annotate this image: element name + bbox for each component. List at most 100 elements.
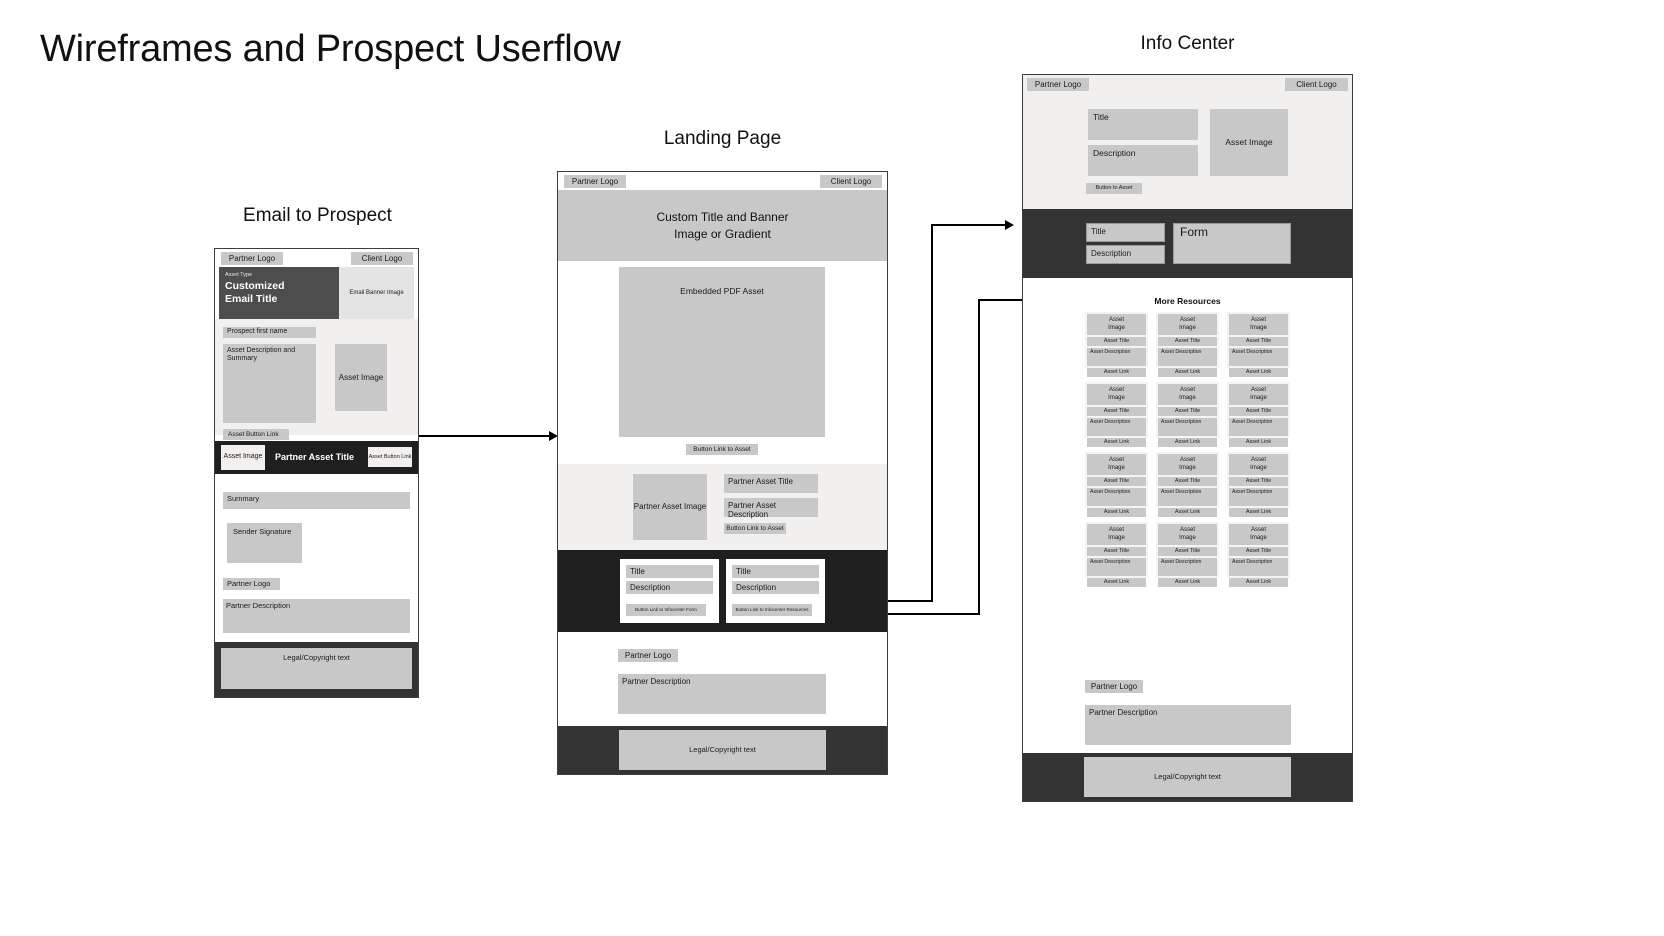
landing-partner-asset-button[interactable]: Button Link to Asset: [724, 523, 786, 534]
resource-card-link[interactable]: Asset Link: [1229, 578, 1288, 587]
resource-card-image-line2: Image: [1250, 324, 1267, 331]
landing-pdf-asset: Embedded PDF Asset: [619, 267, 825, 437]
email-banner-image: Email Banner Image: [339, 267, 414, 319]
resource-card-title[interactable]: Asset Title: [1087, 407, 1146, 416]
resource-card-description: Asset Description: [1229, 348, 1288, 366]
landing-header: Partner Logo Client Logo: [558, 172, 887, 190]
info-client-logo[interactable]: Client Logo: [1285, 78, 1348, 91]
email-asset-button-link[interactable]: Asset Button Link: [223, 429, 289, 440]
resource-card-title[interactable]: Asset Title: [1087, 547, 1146, 556]
resource-card-title[interactable]: Asset Title: [1087, 477, 1146, 486]
resource-card-image-line1: Asset: [1108, 317, 1124, 323]
resource-card-image-line2: Image: [1179, 324, 1196, 331]
resource-card-link[interactable]: Asset Link: [1087, 508, 1146, 517]
resource-card-image-line2: Image: [1108, 394, 1125, 401]
resource-card-link[interactable]: Asset Link: [1087, 438, 1146, 447]
caption-landing-page: Landing Page: [663, 128, 782, 149]
resource-card-title[interactable]: Asset Title: [1229, 407, 1288, 416]
resource-card-link[interactable]: Asset Link: [1229, 508, 1288, 517]
landing-form-2-button[interactable]: Button Link to Infocenter Resources: [732, 604, 812, 616]
email-client-logo[interactable]: Client Logo: [351, 252, 413, 265]
resource-card-link[interactable]: Asset Link: [1229, 438, 1288, 447]
info-hero-button[interactable]: Button to Asset: [1086, 183, 1142, 194]
email-partner-logo-footer[interactable]: Partner Logo: [223, 578, 280, 590]
email-greeting: Prospect first name: [223, 327, 316, 338]
email-footer: Legal/Copyright text: [215, 642, 418, 697]
info-legal-text: Legal/Copyright text: [1084, 757, 1291, 797]
resource-card-title[interactable]: Asset Title: [1158, 477, 1217, 486]
email-asset-image: Asset Image: [335, 344, 387, 411]
resource-card-link[interactable]: Asset Link: [1158, 508, 1217, 517]
email-strip-button[interactable]: Asset Button Link: [368, 447, 412, 467]
email-strip-title: Partner Asset Title: [275, 452, 355, 462]
resource-card-link[interactable]: Asset Link: [1087, 368, 1146, 377]
resource-card-description: Asset Description: [1087, 488, 1146, 506]
resource-card-title[interactable]: Asset Title: [1087, 337, 1146, 346]
resource-card-title[interactable]: Asset Title: [1158, 547, 1217, 556]
resource-card-image-line1: Asset: [1179, 457, 1195, 463]
info-form-box[interactable]: Form: [1173, 223, 1291, 264]
resource-card-link[interactable]: Asset Link: [1158, 578, 1217, 587]
email-header: Partner Logo Client Logo: [215, 249, 418, 267]
resource-card-image-line1: Asset: [1108, 527, 1124, 533]
email-partner-description: Partner Description: [223, 599, 410, 633]
info-hero-description-label: Description: [1093, 148, 1136, 158]
landing-form-1-description-label: Description: [630, 583, 671, 592]
resource-card-link[interactable]: Asset Link: [1087, 578, 1146, 587]
resource-card-link[interactable]: Asset Link: [1158, 368, 1217, 377]
resource-card-title[interactable]: Asset Title: [1229, 477, 1288, 486]
resource-card-title[interactable]: Asset Title: [1158, 337, 1217, 346]
landing-banner: Custom Title and Banner Image or Gradien…: [558, 190, 887, 261]
resource-card-image-line1: Asset: [1250, 317, 1266, 323]
email-partner-logo[interactable]: Partner Logo: [221, 252, 283, 265]
resource-card-link[interactable]: Asset Link: [1158, 438, 1217, 447]
resource-card-image-line1: Asset: [1108, 387, 1124, 393]
resource-card-title[interactable]: Asset Title: [1158, 407, 1217, 416]
email-summary-label: Summary: [227, 494, 260, 503]
landing-form-1-button[interactable]: Button Link to Infocenter Form: [626, 604, 706, 616]
info-partner-logo[interactable]: Partner Logo: [1027, 78, 1089, 91]
resource-card-title[interactable]: Asset Title: [1229, 337, 1288, 346]
email-wireframe: Partner Logo Client Logo Asset Type Cust…: [214, 248, 419, 698]
landing-pdf-button[interactable]: Button Link to Asset: [686, 444, 758, 455]
landing-partner-asset-section: Partner Asset Image Partner Asset Title …: [558, 464, 887, 550]
email-partner-description-label: Partner Description: [226, 601, 291, 610]
landing-partner-asset-title: Partner Asset Title: [724, 474, 818, 493]
resource-card-title[interactable]: Asset Title: [1229, 547, 1288, 556]
email-asset-type: Asset Type: [225, 272, 253, 278]
resource-card-description: Asset Description: [1229, 418, 1288, 436]
email-hero: Asset Type Customized Email Title Email …: [215, 267, 418, 319]
landing-partner-asset-title-label: Partner Asset Title: [728, 477, 793, 486]
resource-card-description: Asset Description: [1229, 558, 1288, 576]
landing-partner-logo[interactable]: Partner Logo: [564, 175, 626, 188]
resource-card-description: Asset Description: [1087, 348, 1146, 366]
resource-card-link[interactable]: Asset Link: [1229, 368, 1288, 377]
info-partner-logo-footer[interactable]: Partner Logo: [1085, 680, 1143, 693]
email-hero-title-line2: Email Title: [225, 292, 278, 305]
info-form-title-label: Title: [1091, 227, 1106, 236]
email-hero-title: Customized Email Title: [225, 280, 285, 306]
info-hero-description: Description: [1088, 145, 1198, 176]
landing-partner-asset-description-label: Partner Asset Description: [728, 501, 777, 520]
landing-legal-text: Legal/Copyright text: [619, 730, 826, 770]
landing-form-1-title-label: Title: [630, 567, 645, 576]
landing-partner-logo-footer[interactable]: Partner Logo: [618, 649, 678, 662]
landing-client-logo[interactable]: Client Logo: [820, 175, 882, 188]
